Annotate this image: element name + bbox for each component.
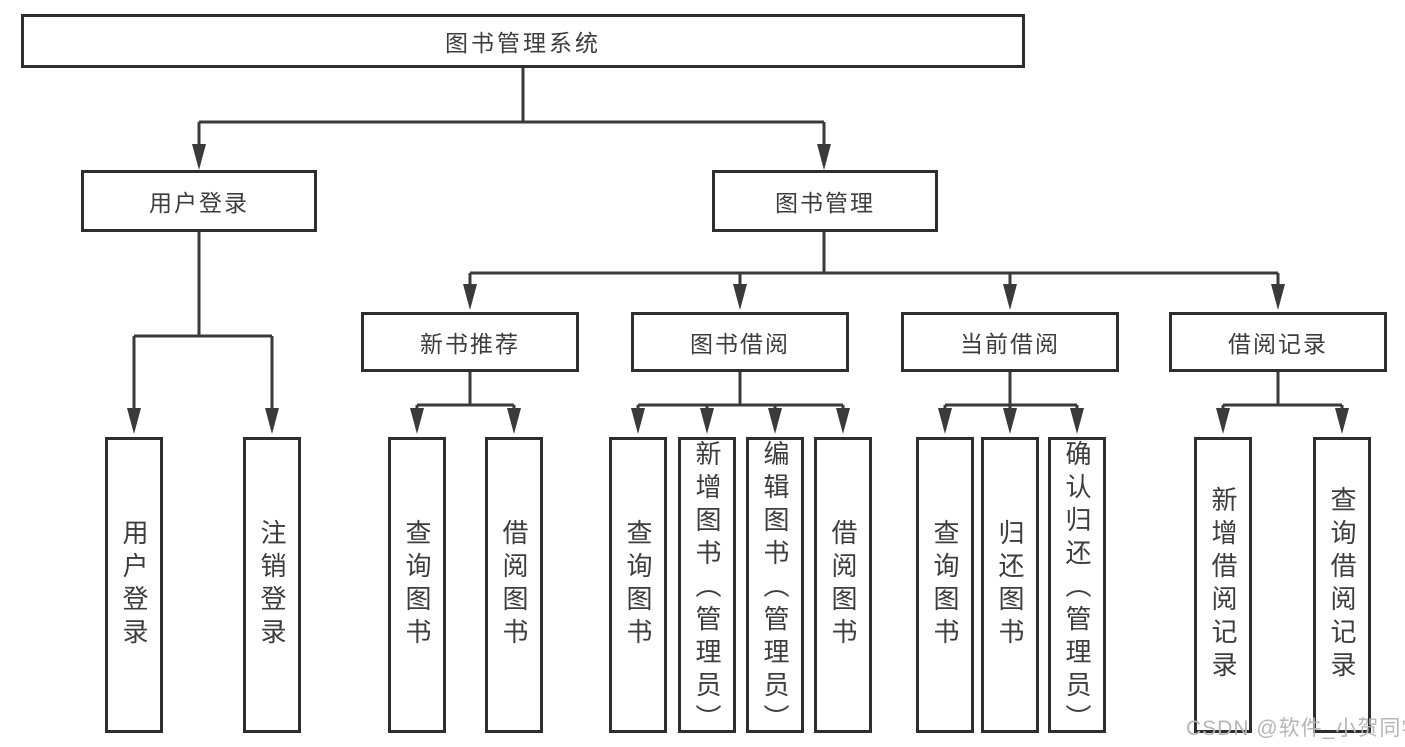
leaf-add-books-admin: 新增图书（管理员） (678, 437, 736, 737)
leaf-label: 用户登录 (119, 519, 149, 651)
leaf-query-borrow-record: 查询借阅记录 (1313, 437, 1371, 733)
leaf-user-login: 用户登录 (105, 437, 163, 733)
leaf-label: 查询图书 (930, 519, 960, 651)
leaf-label: 借阅图书 (828, 519, 858, 651)
leaf-return-books: 归还图书 (981, 437, 1039, 733)
connector-records-to-leaves (1221, 372, 1344, 410)
leaf-label: 编辑图书（管理员） (760, 440, 790, 737)
leaf-label: 查询图书 (402, 519, 432, 651)
node-borrow-records: 借阅记录 (1169, 312, 1387, 372)
node-root-system: 图书管理系统 (21, 14, 1025, 68)
arrow-down-icon (463, 284, 477, 310)
connector-current-to-leaves (943, 372, 1079, 410)
node-current-borrow: 当前借阅 (901, 312, 1119, 372)
leaf-borrow-books: 借阅图书 (485, 437, 543, 733)
arrow-down-icon (631, 408, 645, 434)
arrow-down-icon (1003, 284, 1017, 310)
node-book-borrow: 图书借阅 (631, 312, 849, 372)
leaf-label: 归还图书 (995, 519, 1025, 651)
leaf-label: 新增借阅记录 (1208, 486, 1238, 684)
node-new-book-recommend: 新书推荐 (361, 312, 579, 372)
leaf-add-borrow-record: 新增借阅记录 (1194, 437, 1252, 733)
leaf-label: 查询借阅记录 (1327, 486, 1357, 684)
connector-root-to-level2 (197, 68, 826, 146)
leaf-label: 新增图书（管理员） (692, 440, 722, 737)
arrow-down-icon (1271, 284, 1285, 310)
arrow-down-icon (265, 408, 279, 434)
watermark: CSDN @软件_小贺同学 (1186, 717, 1405, 740)
arrow-down-icon (817, 144, 831, 170)
arrow-down-icon (1216, 408, 1230, 434)
connector-user-login-to-leaves (132, 232, 274, 409)
node-user-login: 用户登录 (81, 170, 317, 232)
leaf-query-books: 查询图书 (388, 437, 446, 733)
leaf-borrow-books: 借阅图书 (814, 437, 872, 733)
leaf-query-books: 查询图书 (916, 437, 974, 733)
arrow-down-icon (768, 408, 782, 434)
arrow-down-icon (1070, 408, 1084, 434)
arrow-down-icon (507, 408, 521, 434)
arrow-down-icon (938, 408, 952, 434)
connector-borrow-to-leaves (636, 372, 845, 410)
arrow-down-icon (700, 408, 714, 434)
leaf-logout: 注销登录 (243, 437, 301, 733)
arrow-down-icon (1335, 408, 1349, 434)
arrow-down-icon (410, 408, 424, 434)
leaf-label: 确认归还（管理员） (1062, 440, 1092, 737)
arrow-down-icons (127, 144, 1349, 434)
arrow-down-icon (733, 284, 747, 310)
leaf-confirm-return-admin: 确认归还（管理员） (1048, 437, 1106, 737)
arrow-down-icon (836, 408, 850, 434)
leaf-query-books: 查询图书 (609, 437, 667, 733)
arrow-down-icon (192, 144, 206, 170)
leaf-edit-books-admin: 编辑图书（管理员） (746, 437, 804, 737)
leaf-label: 查询图书 (623, 519, 653, 651)
node-book-management: 图书管理 (712, 170, 938, 232)
connector-book-mgmt-to-level3 (468, 232, 1280, 286)
leaf-label: 借阅图书 (499, 519, 529, 651)
arrow-down-icon (1003, 408, 1017, 434)
arrow-down-icon (127, 408, 141, 434)
connector-new-book-to-leaves (415, 372, 516, 410)
leaf-label: 注销登录 (257, 519, 287, 651)
